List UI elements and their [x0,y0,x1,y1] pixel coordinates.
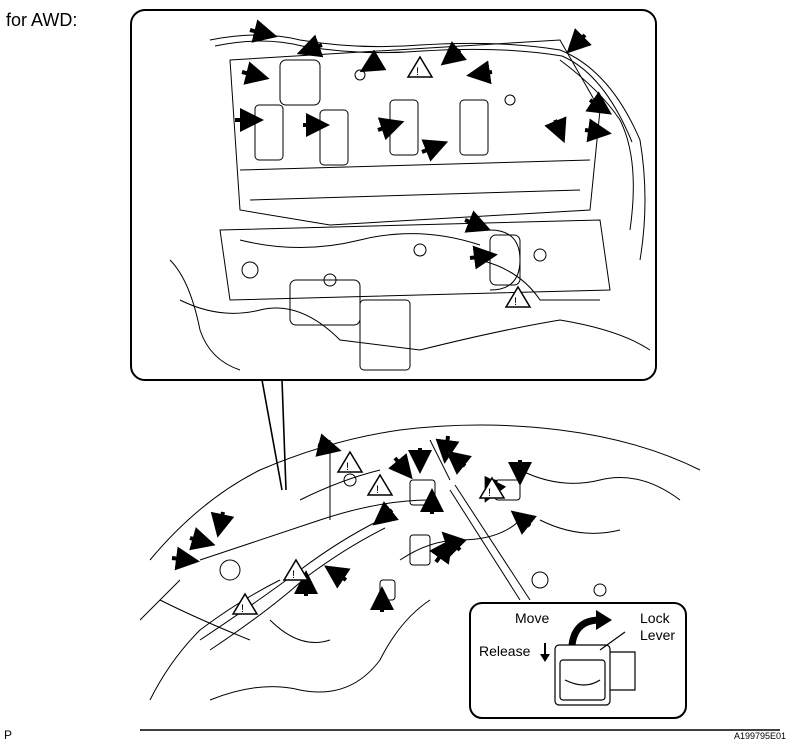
lock-lever-label: Lock Lever [640,610,675,644]
svg-text:!: ! [376,484,379,496]
arrow-icon [235,19,612,270]
warning-triangle-icon [406,55,532,308]
svg-text:!: ! [346,461,349,473]
move-label: Move [515,610,550,626]
connector-icon [554,631,636,706]
corner-mark: P [4,728,13,742]
release-label: Release [479,643,531,659]
overview-view: ! ! ! ! ! [139,424,780,731]
diagram-caption: for AWD: [6,10,78,30]
svg-text:!: ! [514,296,517,308]
figure-code: A199795E01 [733,731,786,741]
lock-lever-label-line2: Lever [640,627,676,643]
svg-text:!: ! [241,603,244,615]
enlarged-view: ! ! [130,9,657,491]
svg-text:!: ! [488,487,491,499]
svg-text:!: ! [292,569,295,581]
svg-text:!: ! [416,66,419,78]
warning-triangle-icon [231,450,506,615]
lock-lever-label-line1: Lock [640,610,670,626]
arrow-icon [171,433,537,612]
connector-detail-inset [469,602,687,719]
